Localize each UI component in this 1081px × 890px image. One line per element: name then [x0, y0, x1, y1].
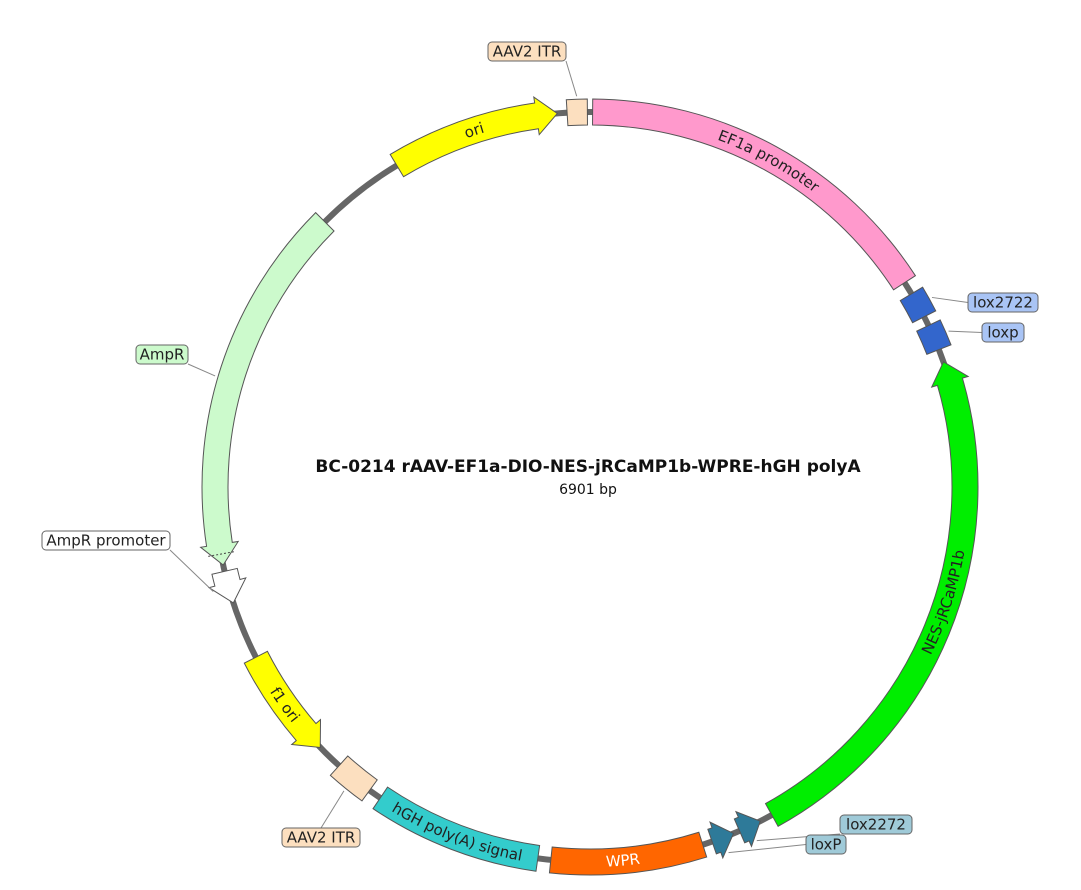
- loxp_bot-label-box: [805, 834, 847, 855]
- lox2722-leader-line: [931, 296, 969, 303]
- lox2272-callout: lox2272: [756, 814, 913, 842]
- ampr-label-box: [135, 344, 189, 365]
- amppromoter-feature: [207, 567, 247, 604]
- itr_bot-label: AAV2 ITR: [287, 829, 356, 847]
- f1ori-shape: [243, 650, 322, 749]
- lox2722-feature: [899, 286, 937, 324]
- itr_bot-callout: AAV2 ITR: [281, 790, 361, 848]
- ampr-feature: [199, 211, 335, 566]
- nes-shape: [764, 361, 979, 828]
- itr_top-feature: [565, 98, 588, 127]
- wpre-feature: [548, 831, 708, 876]
- ef1a-feature: [592, 98, 917, 291]
- ampr-leader-line: [187, 363, 216, 377]
- itr_top-leader-line: [565, 60, 578, 97]
- hgh-label: hGH poly(A) signal: [389, 799, 524, 865]
- hgh-shape: [372, 786, 541, 872]
- loxp_top-leader-line: [948, 330, 983, 333]
- itr_top-callout: AAV2 ITR: [487, 41, 578, 97]
- plasmid-title: BC-0214 rAAV-EF1a-DIO-NES-jRCaMP1b-WPRE-…: [315, 457, 861, 477]
- amppromoter-shape: [207, 567, 247, 604]
- lox2722-callout: lox2722: [931, 292, 1039, 313]
- itr_top-shape: [565, 98, 588, 127]
- amppromoter-callout: AmpR promoter: [41, 530, 214, 592]
- wpre-shape: [548, 831, 708, 876]
- loxp_top-shape: [916, 319, 952, 355]
- lox2722-shape: [899, 286, 937, 324]
- lox2722-label-box: [967, 292, 1039, 313]
- itr_bot-feature: [329, 755, 378, 802]
- ampr-shape: [199, 211, 335, 566]
- lox2272-label: lox2272: [846, 816, 906, 834]
- plasmid-size: 6901 bp: [559, 482, 617, 498]
- loxp_top-label: loxp: [987, 324, 1018, 342]
- loxp_bot-callout: loxP: [728, 834, 847, 855]
- ef1a-shape: [592, 98, 917, 291]
- loxp_top-callout: loxp: [948, 322, 1025, 343]
- amppromoter-leader-line: [169, 549, 214, 592]
- hgh-feature: [372, 786, 541, 872]
- lox2272-label-box: [839, 814, 913, 835]
- nes-feature: [764, 361, 979, 828]
- loxp_bot-feature: [707, 821, 735, 860]
- loxp_bot-leader-line: [728, 844, 807, 854]
- loxp_top-feature: [916, 319, 952, 355]
- ori-shape: [389, 95, 559, 178]
- amppromoter-label: AmpR promoter: [46, 532, 166, 550]
- ampr-callout: AmpR: [135, 344, 216, 377]
- loxp_top-label-box: [981, 322, 1025, 343]
- ampr-divider: [208, 551, 234, 557]
- itr_bot-shape: [329, 755, 378, 802]
- itr_bot-leader-line: [320, 790, 345, 829]
- ampr-label: AmpR: [140, 346, 185, 364]
- lox2272-feature: [733, 810, 761, 848]
- lox2272-shape: [733, 810, 761, 848]
- loxp_bot-label: loxP: [811, 836, 842, 854]
- lox2722-label: lox2722: [973, 294, 1033, 312]
- itr_top-label: AAV2 ITR: [493, 43, 562, 61]
- itr_bot-label-box: [281, 827, 361, 848]
- feature-layer: [199, 95, 979, 876]
- loxp_bot-shape: [707, 821, 735, 860]
- amppromoter-label-box: [41, 530, 171, 551]
- f1ori-feature: [243, 650, 322, 749]
- ef1a-label: EF1a promoter: [716, 126, 824, 196]
- ori-feature: [389, 95, 559, 178]
- itr_top-label-box: [487, 41, 567, 62]
- ori-label: ori: [462, 119, 486, 142]
